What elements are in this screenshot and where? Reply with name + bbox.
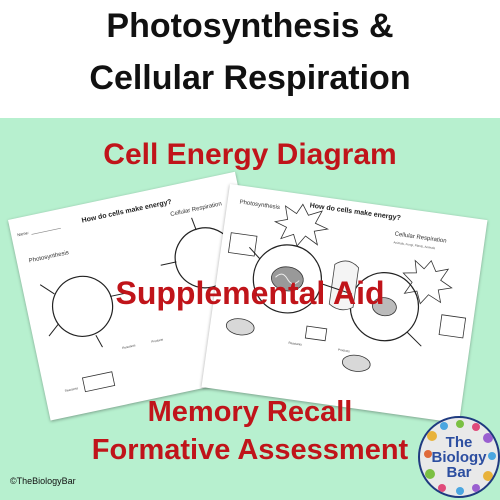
title-line-2: Cellular Respiration [89, 59, 411, 97]
logo-text-the: The [445, 434, 473, 451]
supplemental-aid-label: Supplemental Aid [115, 275, 385, 311]
ws-left-name-label: Name: [17, 230, 30, 237]
svg-text:Reactants: Reactants [288, 341, 302, 347]
ws-right-question: How do cells make energy? [309, 202, 401, 222]
ws-left-question: How do cells make energy? [81, 199, 172, 225]
logo-dots [424, 420, 496, 495]
worksheet-right-diagram: Photosynthesis How do cells make energy?… [225, 200, 467, 372]
ws-left-photosynthesis: Photosynthesis [28, 250, 69, 264]
copyright-text: ©TheBiologyBar [10, 476, 76, 486]
ws-right-organisms: Animals, Fungi, Plants, Animals [393, 240, 436, 250]
svg-text:Reactants: Reactants [64, 386, 79, 393]
memory-recall-label: Memory Recall [147, 396, 353, 428]
panel-heading: Cell Energy Diagram [103, 138, 397, 171]
svg-text:Reactants: Reactants [122, 343, 137, 350]
title-header: Photosynthesis & Cellular Respiration [0, 0, 500, 118]
biology-bar-logo: The Biology Bar [418, 416, 500, 498]
ws-right-photosynthesis: Photosynthesis [239, 200, 280, 212]
formative-assessment-label: Formative Assessment [91, 434, 409, 466]
svg-text:Products: Products [338, 348, 351, 354]
ws-left-respiration: Cellular Respiration [170, 201, 222, 218]
logo-text-bar: Bar [446, 464, 472, 481]
worksheet-right: Photosynthesis How do cells make energy?… [201, 184, 488, 424]
svg-text:Products: Products [151, 337, 164, 343]
title-line-1: Photosynthesis & [106, 7, 394, 45]
logo-text-biology: Biology [431, 449, 487, 466]
